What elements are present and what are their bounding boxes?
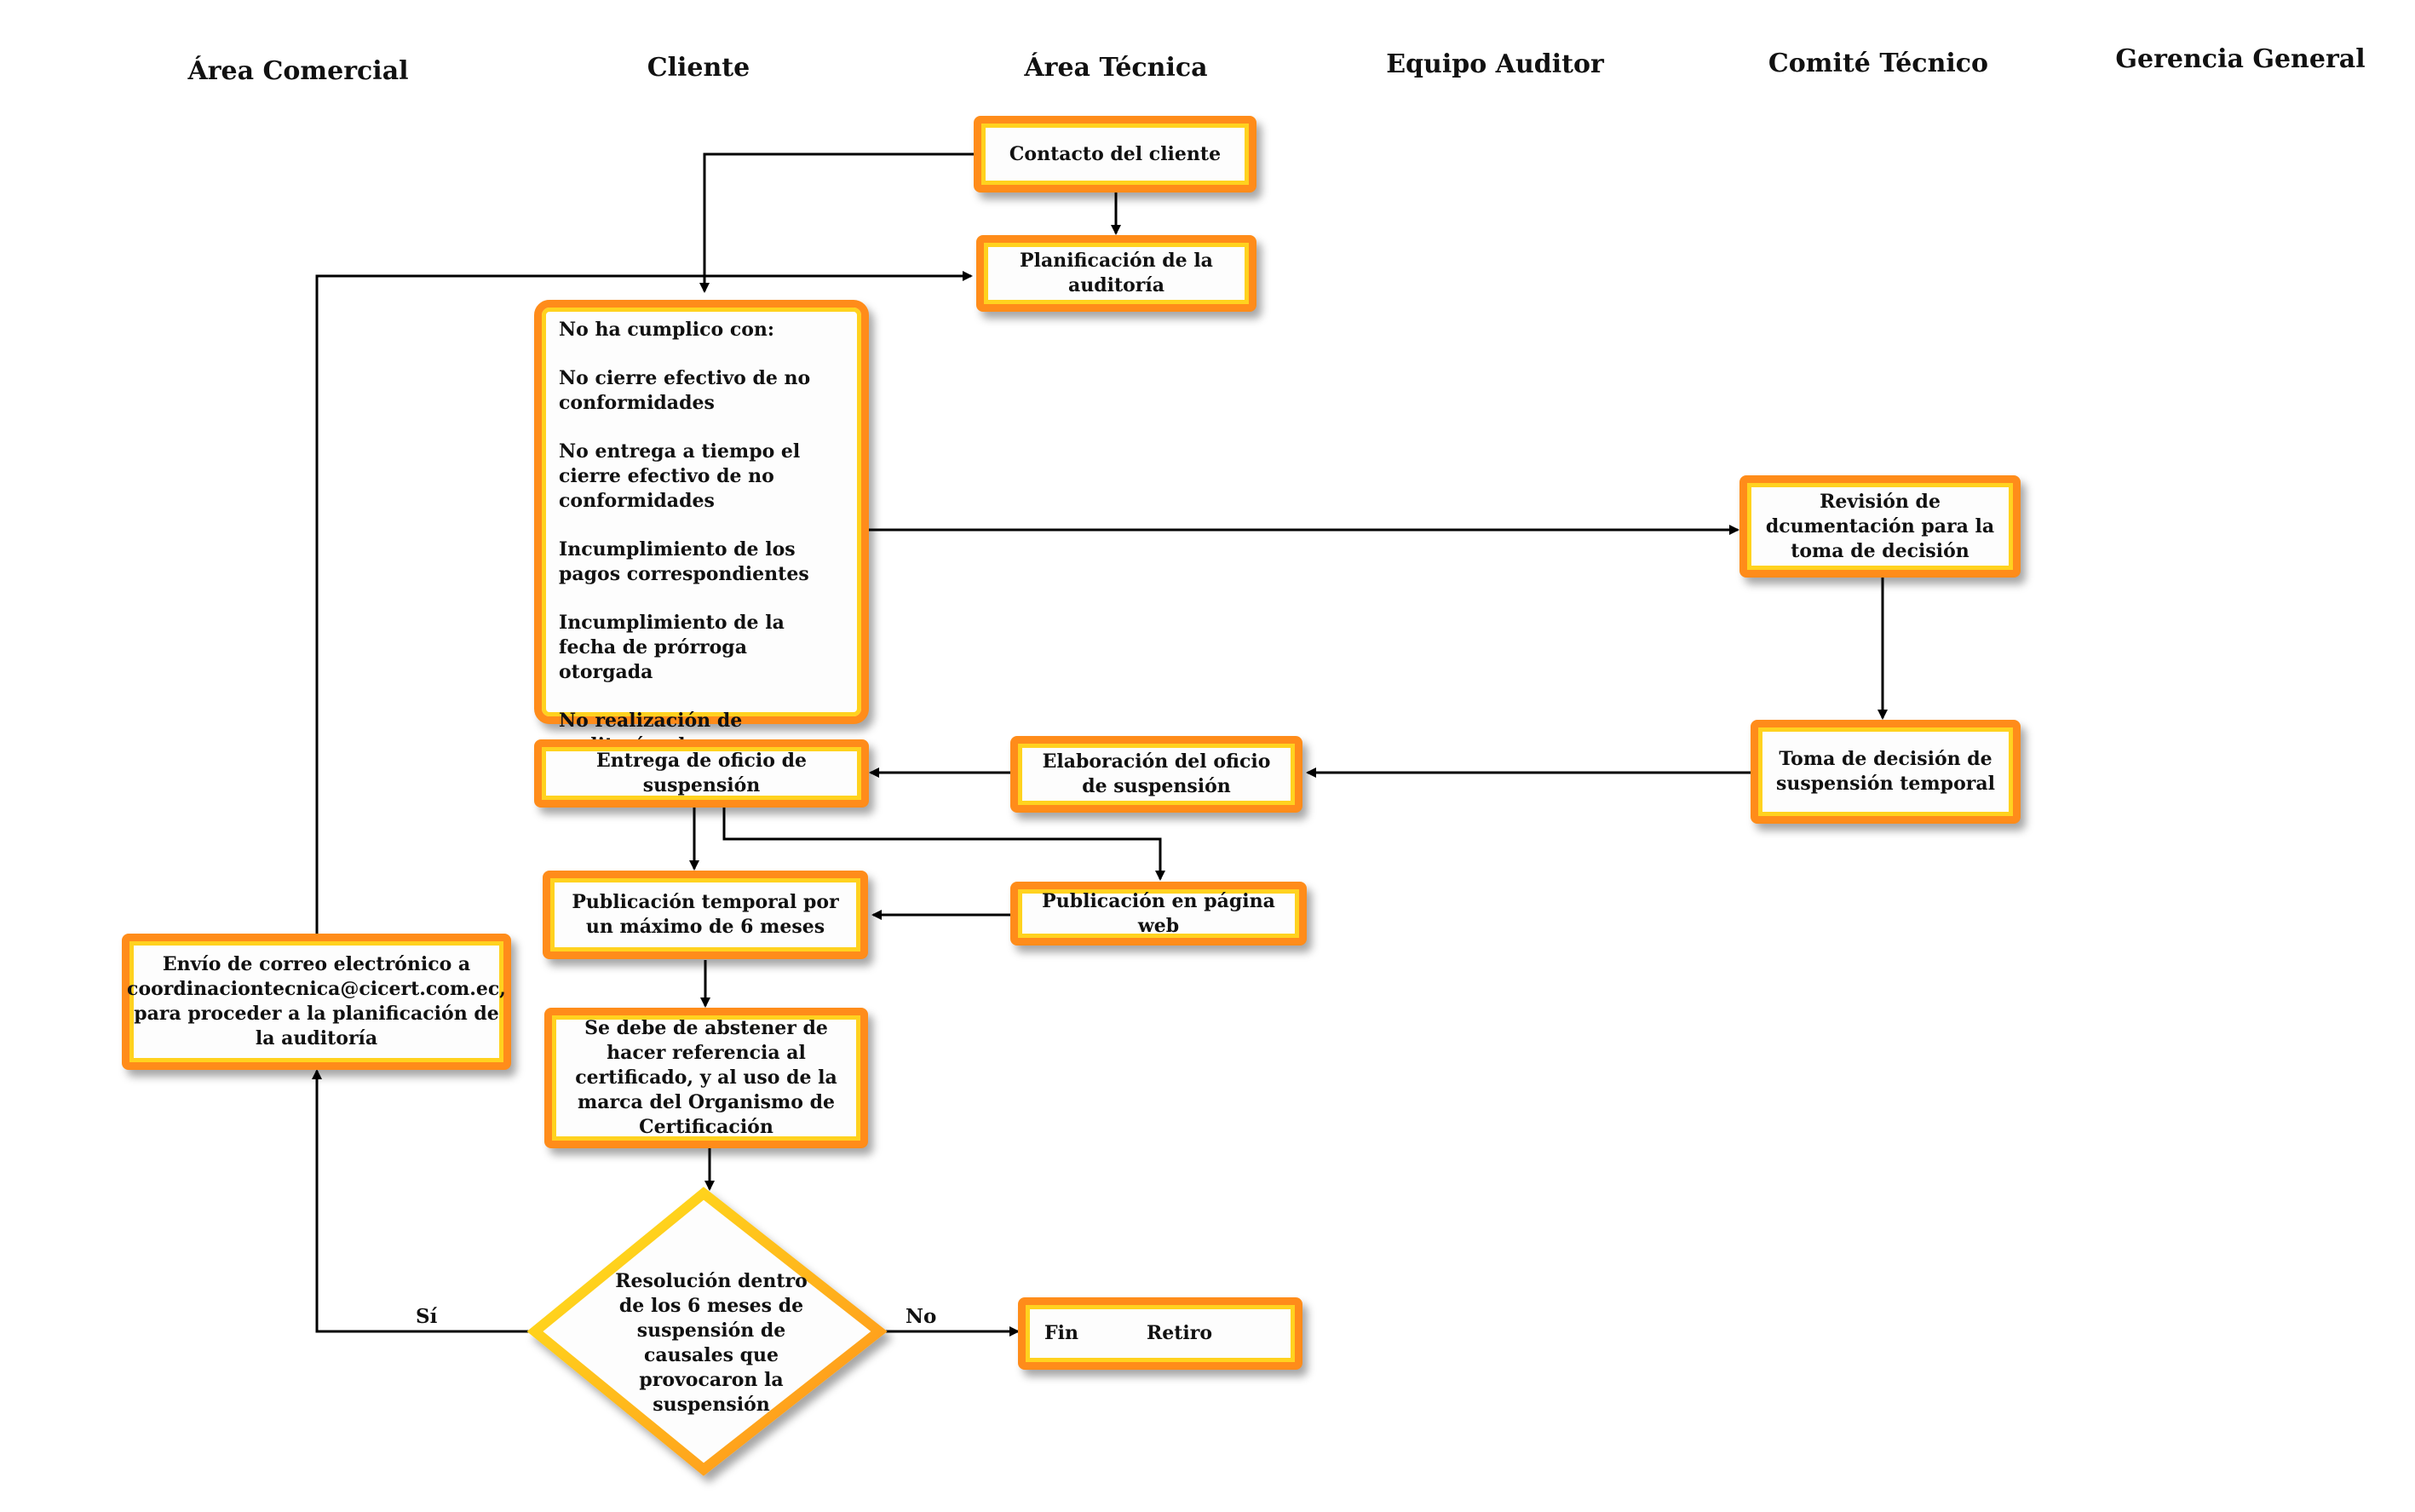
node-envio-correo: Envío de correo electrónico a coordinaci…: [122, 934, 511, 1070]
node-elaboracion-oficio: Elaboración del oficio de suspensión: [1010, 736, 1302, 813]
node-toma-decision-label: Toma de decisión de suspensión temporal: [1776, 748, 1995, 795]
node-abstenerse: Se debe de abstener de hacer referencia …: [544, 1008, 868, 1148]
node-fin-label: Fin: [1044, 1322, 1078, 1344]
incumplimientos-title: No ha cumplico con:: [559, 319, 775, 341]
node-entrega-label: Entrega de oficio de suspensión: [596, 750, 807, 796]
node-toma-decision: Toma de decisión de suspensión temporal: [1751, 720, 2021, 824]
decision-label: Resolución dentro de los 6 meses de susp…: [615, 1270, 808, 1416]
node-contacto-cliente: Contacto del cliente: [974, 116, 1256, 193]
edge-label-no: No: [906, 1305, 937, 1328]
lane-area-comercial: Área Comercial: [187, 56, 409, 86]
node-publicacion-web: Publicación en página web: [1010, 882, 1307, 946]
node-abstenerse-label: Se debe de abstener de hacer referencia …: [575, 1017, 837, 1138]
incumplimiento-item: Incumplimiento de la fecha de prórroga o…: [559, 612, 785, 683]
edge-entrega-to-publicacion-web: [722, 807, 1165, 881]
node-contacto-label: Contacto del cliente: [1009, 142, 1222, 165]
node-publicacion-web-label: Publicación en página web: [1042, 889, 1275, 937]
node-fin-retiro: Fin Retiro: [1018, 1297, 1302, 1370]
node-planificacion-auditoria: Planificación de la auditoría: [976, 235, 1256, 312]
edge-label-si: Sí: [416, 1305, 438, 1328]
incumplimiento-item: No entrega a tiempo el cierre efectivo d…: [559, 440, 801, 512]
incumplimiento-item: Incumplimiento de los pagos correspondie…: [559, 538, 809, 585]
node-entrega-oficio: Entrega de oficio de suspensión: [534, 739, 869, 808]
lane-area-tecnica: Área Técnica: [1024, 53, 1208, 83]
lane-cliente: Cliente: [647, 53, 750, 83]
node-planificacion-label: Planificación de la auditoría: [1020, 250, 1213, 296]
node-publicacion-temporal: Publicación temporal por un máximo de 6 …: [543, 871, 868, 959]
edge-decision-si-to-envio: [312, 1069, 535, 1333]
node-revision-label: Revisión de dcumentación para la toma de…: [1765, 490, 1995, 562]
decision-diamond: [526, 1187, 888, 1476]
lane-equipo-auditor: Equipo Auditor: [1386, 49, 1604, 79]
node-incumplimientos: No ha cumplico con: No cierre efectivo d…: [534, 300, 869, 781]
node-revision-documentacion: Revisión de dcumentación para la toma de…: [1739, 475, 2021, 578]
edge-envio-to-planificacion: [315, 271, 973, 934]
node-retiro-label: Retiro: [1146, 1322, 1213, 1344]
node-publicacion-temporal-label: Publicación temporal por un máximo de 6 …: [572, 891, 839, 938]
edge-contacto-to-incumplimientos: [699, 152, 975, 293]
incumplimiento-item: No cierre efectivo de no conformidades: [559, 367, 811, 414]
lane-comite-tecnico: Comité Técnico: [1768, 49, 1989, 78]
node-envio-correo-label: Envío de correo electrónico a coordinaci…: [127, 953, 506, 1049]
node-elaboracion-label: Elaboración del oficio de suspensión: [1042, 750, 1271, 797]
lane-gerencia-general: Gerencia General: [2115, 44, 2366, 74]
